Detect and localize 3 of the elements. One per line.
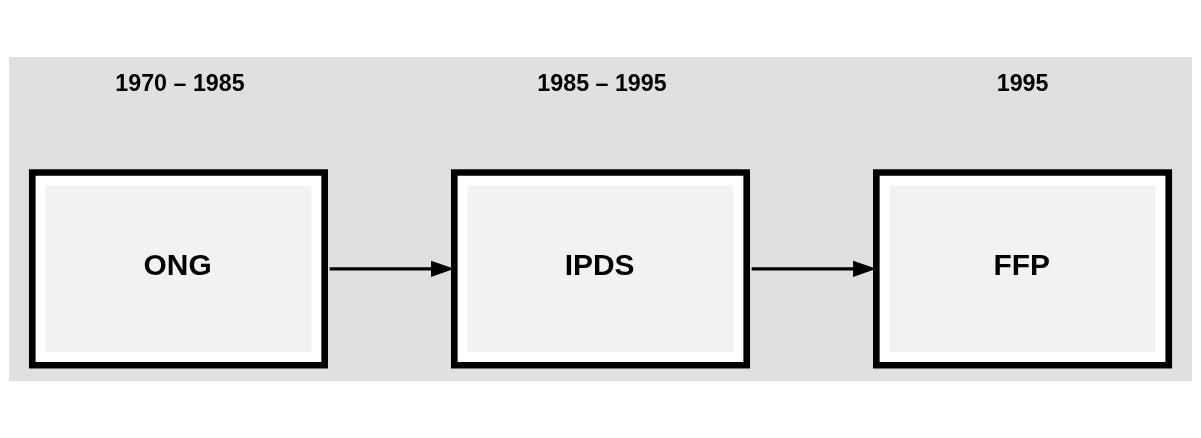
node-label: 1995 bbox=[996, 70, 1049, 97]
node-label: 1970 – 1985 bbox=[115, 70, 245, 97]
node-label: 1985 – 1995 bbox=[537, 70, 667, 97]
